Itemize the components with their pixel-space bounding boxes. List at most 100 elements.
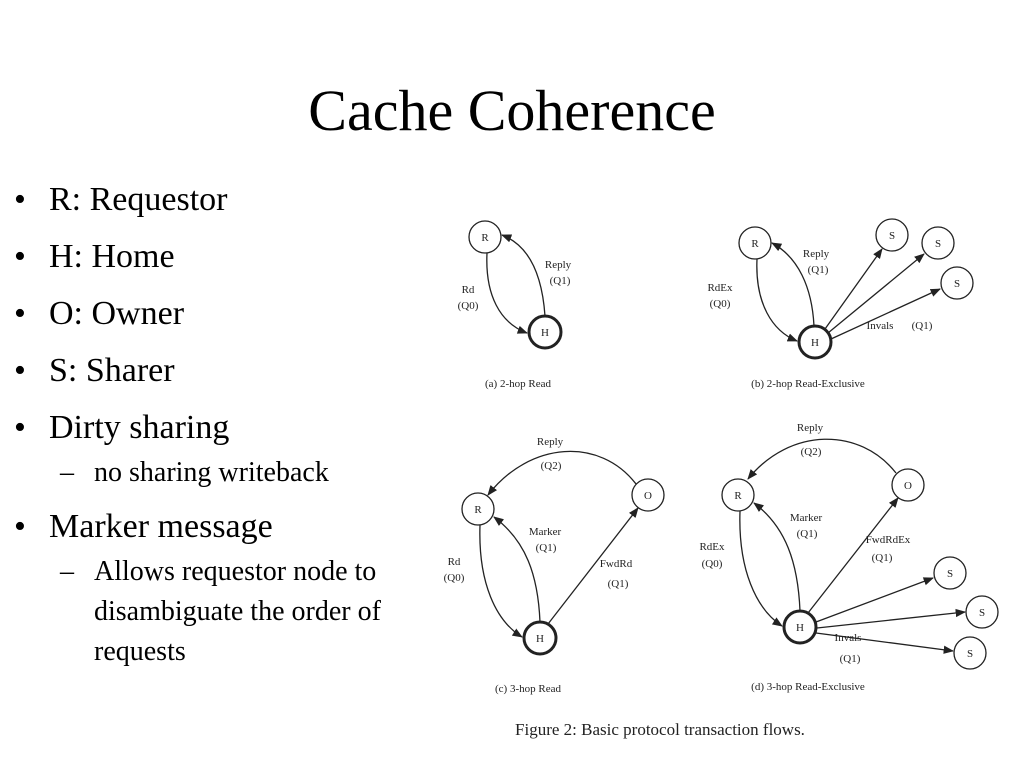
inval-arrow [827, 253, 925, 334]
node-label: H [536, 633, 544, 645]
edge-label: Reply [545, 259, 572, 271]
edge-label: Reply [803, 248, 830, 260]
bullet-item: • S: Sharer [12, 351, 422, 391]
inval-arrow [824, 248, 883, 330]
inval-arrow [815, 632, 955, 654]
edge-queue: (Q1) [840, 653, 861, 665]
sharer-node [933, 556, 967, 590]
edge-queue: (Q1) [912, 320, 933, 332]
edge-label: Marker [790, 512, 823, 524]
bullet-item: • Dirty sharing [12, 408, 422, 448]
edge-label: Marker [529, 526, 562, 538]
node-label: S [889, 230, 895, 242]
edge-queue: (Q0) [702, 558, 723, 570]
edge-queue: (Q1) [797, 528, 818, 540]
edge-label: Reply [797, 422, 824, 434]
bullet-text: O: Owner [49, 295, 185, 332]
request-arrow [739, 510, 783, 627]
home-node [797, 324, 833, 360]
forward-arrow [807, 497, 899, 614]
edge-queue: (Q1) [536, 542, 557, 554]
panel-caption: (d) 3-hop Read-Exclusive [751, 681, 865, 693]
edge-label: Invals [867, 320, 894, 332]
bullet-text: H: Home [49, 238, 175, 275]
inval-arrow [816, 608, 967, 629]
sub-bullet-item: –Allows requestor node to disambiguate t… [12, 552, 422, 672]
edge-queue: (Q2) [541, 460, 562, 472]
inval-arrow [830, 288, 941, 340]
bullet-dot-icon: • [14, 238, 26, 275]
marker-arrow [753, 502, 801, 612]
protocol-flow-figure: R H Rd (Q0) Reply (Q1) (a) 2-hop Read R … [430, 205, 1010, 750]
bullet-item: • O: Owner [12, 294, 422, 334]
owner-node [891, 468, 925, 502]
node-label: H [811, 337, 819, 349]
forward-arrow [547, 507, 639, 625]
panel-a [468, 220, 563, 350]
panel-caption: (b) 2-hop Read-Exclusive [751, 378, 865, 390]
owner-node [631, 478, 665, 512]
requestor-node [721, 478, 755, 512]
protocol-flow-svg: R H Rd (Q0) Reply (Q1) (a) 2-hop Read R … [444, 218, 999, 739]
node-label: R [474, 504, 482, 516]
dash-icon: – [60, 457, 74, 488]
node-label: S [967, 648, 973, 660]
requestor-node [468, 220, 502, 254]
bullet-dot-icon: • [14, 508, 26, 545]
edge-queue: (Q0) [710, 298, 731, 310]
node-label: O [904, 480, 912, 492]
sub-bullet-text: Allows requestor node to disambiguate th… [94, 556, 381, 667]
reply-arrow [501, 234, 546, 317]
dash-icon: – [60, 556, 74, 587]
bullet-text: R: Requestor [49, 181, 228, 218]
bullet-item: • R: Requestor [12, 180, 422, 220]
bullet-list: • R: Requestor • H: Home • O: Owner • S: Sha… [12, 180, 422, 686]
node-label: R [481, 232, 489, 244]
bullet-dot-icon: • [14, 295, 26, 332]
edge-label: Rd [448, 556, 461, 568]
bullet-dot-icon: • [14, 409, 26, 446]
request-arrow [479, 524, 523, 638]
edge-label: FwdRd [600, 558, 633, 570]
requestor-node [738, 226, 772, 260]
requestor-node [461, 492, 495, 526]
node-label: S [954, 278, 960, 290]
bullet-dot-icon: • [14, 181, 26, 218]
bullet-item: • H: Home [12, 237, 422, 277]
request-arrow [486, 252, 528, 334]
reply-arrow [747, 438, 897, 480]
edge-queue: (Q1) [550, 275, 571, 287]
edge-label: RdEx [699, 541, 725, 553]
panel-c [461, 450, 665, 656]
bullet-item: •Marker message [12, 507, 422, 547]
figure-caption: Figure 2: Basic protocol transaction flo… [515, 720, 805, 739]
node-label: H [541, 327, 549, 339]
edge-label: Reply [537, 436, 564, 448]
request-arrow [756, 258, 798, 342]
edge-queue: (Q0) [458, 300, 479, 312]
panel-b [738, 218, 974, 360]
reply-arrow [771, 242, 815, 327]
edge-queue: (Q2) [801, 446, 822, 458]
node-label: S [935, 238, 941, 250]
panel-caption: (c) 3-hop Read [495, 683, 561, 695]
sharer-node [940, 266, 974, 300]
node-label: R [751, 238, 759, 250]
node-label: O [644, 490, 652, 502]
reply-arrow [487, 450, 637, 496]
panel-d [721, 438, 999, 670]
edge-label: Invals [835, 632, 862, 644]
inval-arrow [815, 577, 934, 623]
bullet-text: S: Sharer [49, 352, 175, 389]
node-label: S [947, 568, 953, 580]
bullet-text: Dirty sharing [49, 409, 230, 446]
edge-queue: (Q1) [872, 552, 893, 564]
edge-queue: (Q0) [444, 572, 465, 584]
edge-label: FwdRdEx [866, 534, 911, 546]
bullet-dot-icon: • [14, 352, 26, 389]
node-label: S [979, 607, 985, 619]
node-label: R [734, 490, 742, 502]
sub-bullet-text: no sharing writeback [94, 457, 329, 488]
sharer-node [921, 226, 955, 260]
slide-title: Cache Coherence [308, 78, 716, 143]
